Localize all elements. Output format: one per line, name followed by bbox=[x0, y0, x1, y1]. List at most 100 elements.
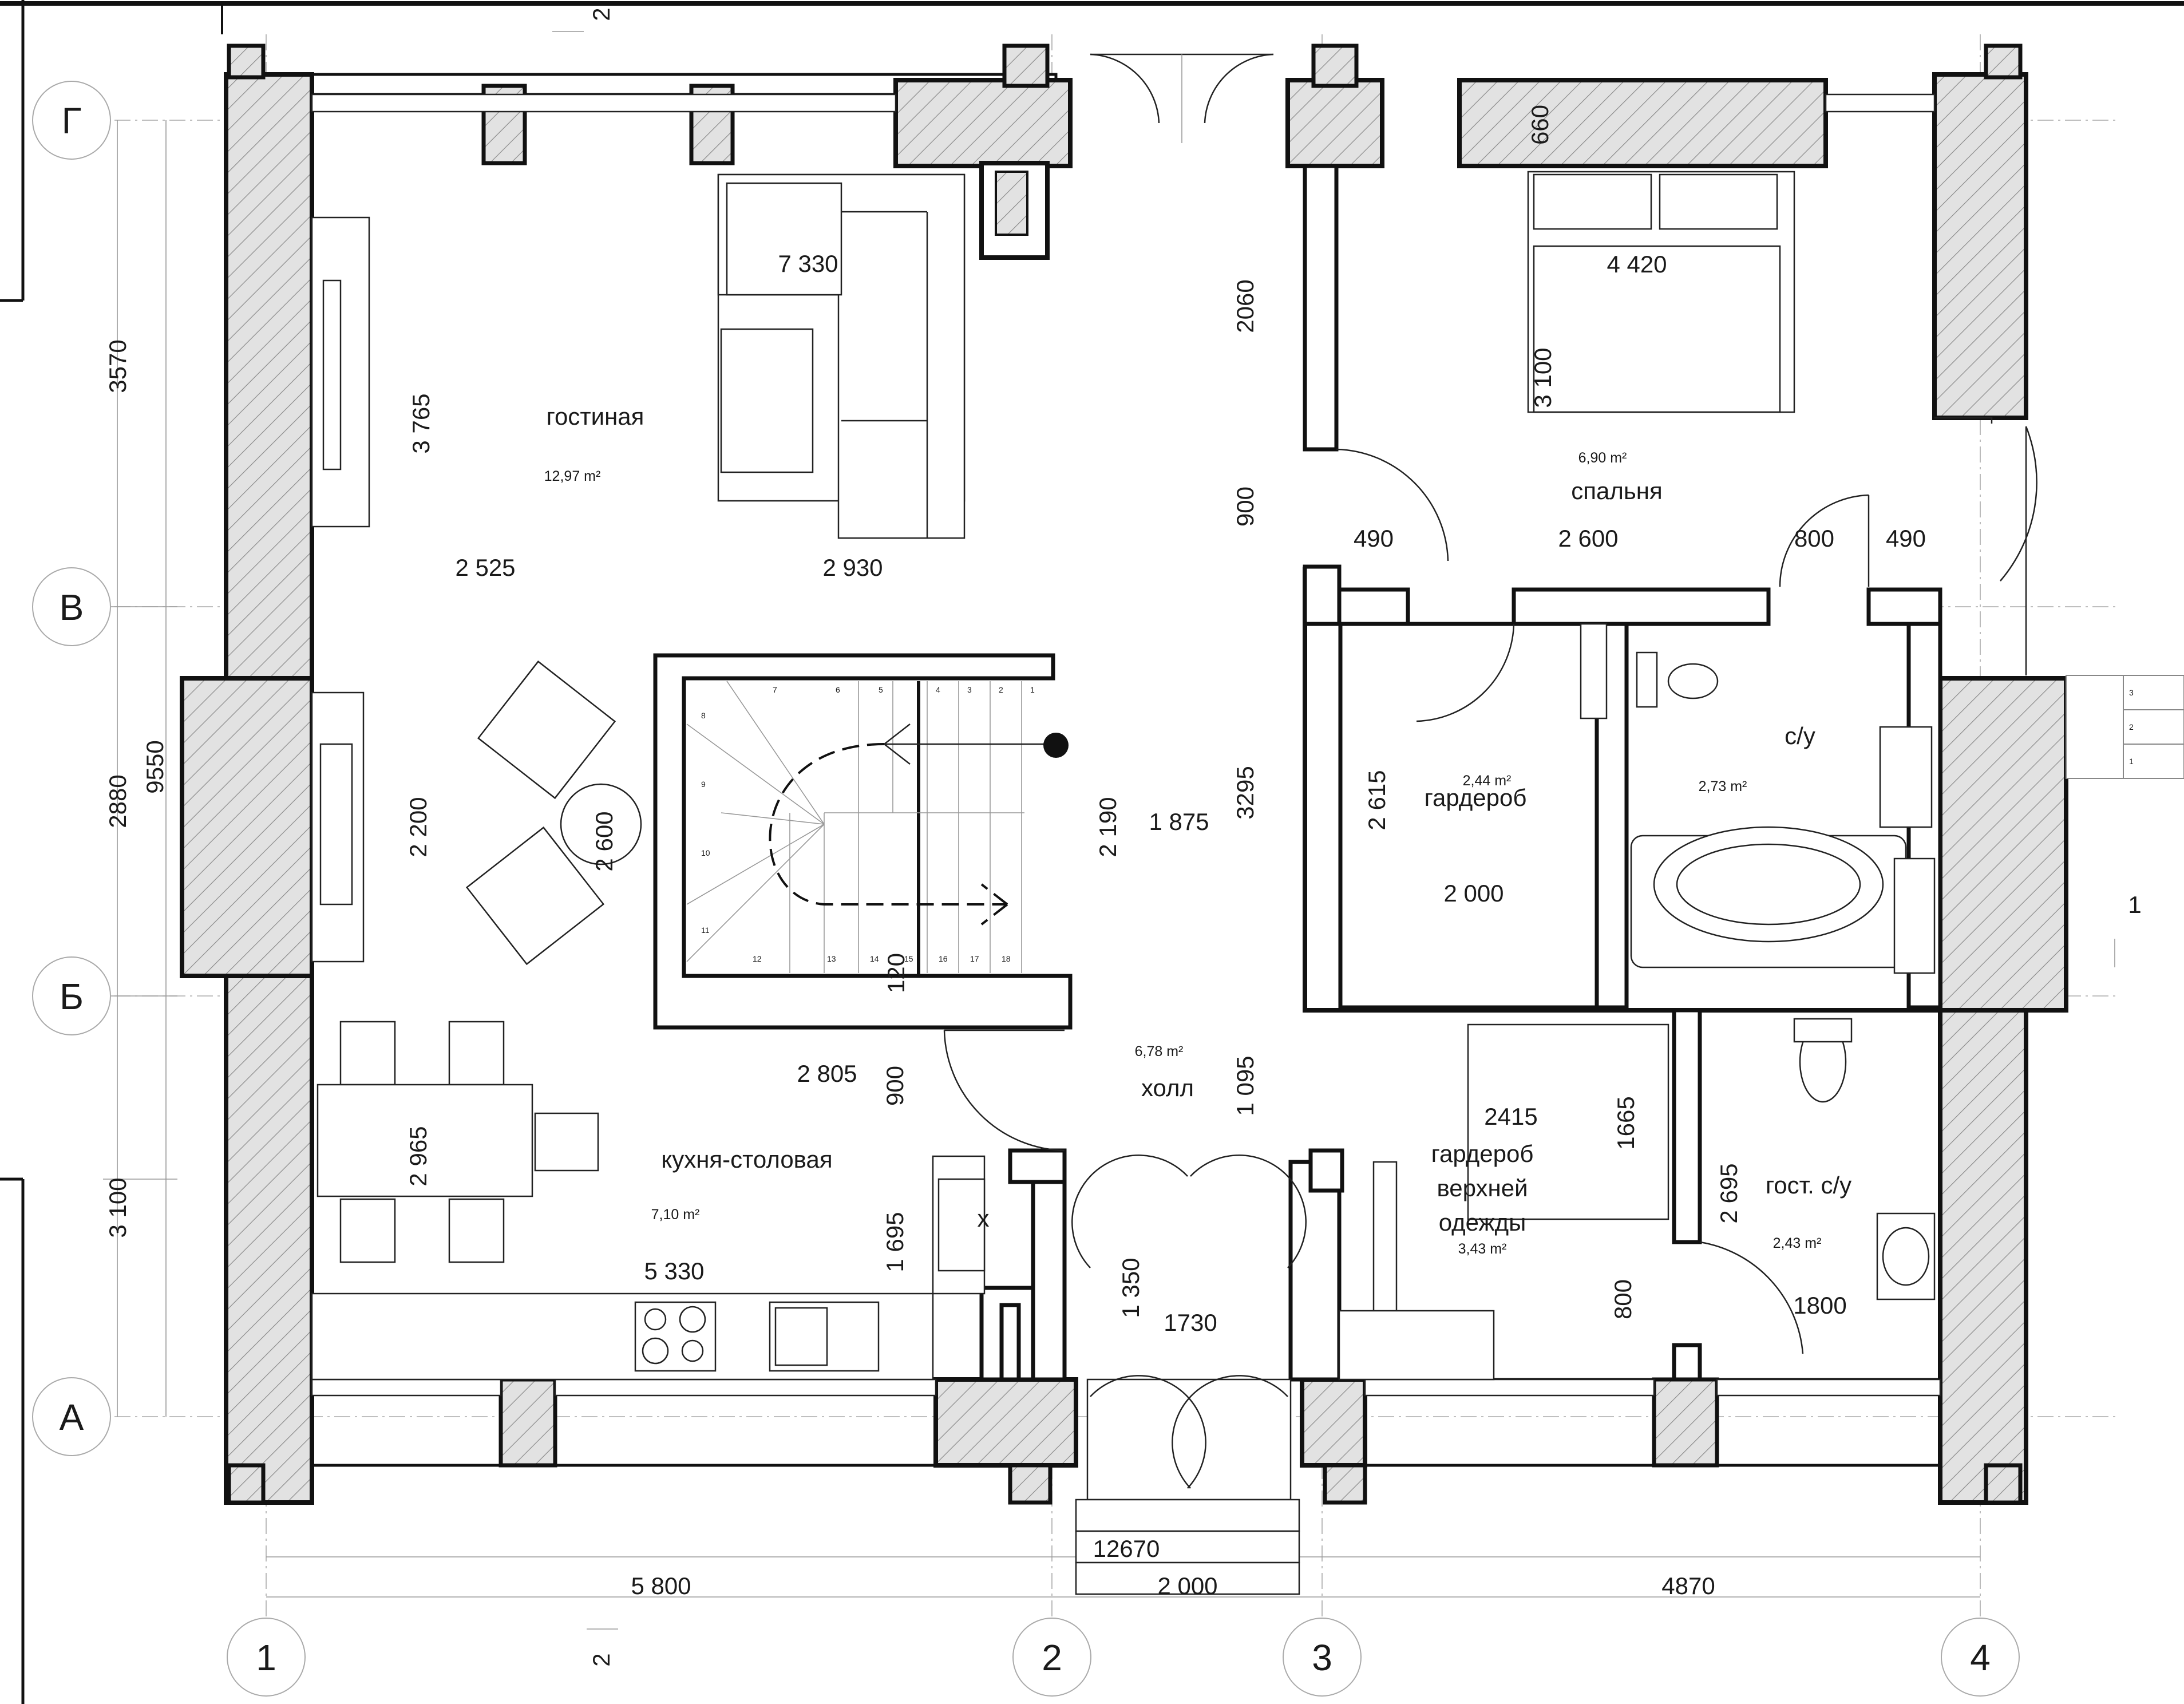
room-bathroom-area: 2,73 m² bbox=[1699, 778, 1747, 794]
room-bedroom: спальня bbox=[1571, 477, 1662, 504]
dim-guest-h: 2 695 bbox=[1715, 1163, 1742, 1223]
section-mark-bottom: 2 bbox=[588, 1653, 615, 1666]
step-3: 3 bbox=[967, 685, 972, 694]
step-8: 8 bbox=[701, 711, 706, 720]
step-14: 14 bbox=[870, 954, 879, 963]
dim-living-w1: 2 525 bbox=[455, 554, 515, 581]
dim-outer-wr-w: 2415 bbox=[1484, 1103, 1537, 1130]
axis-col-4[interactable]: 4 bbox=[1970, 1637, 1991, 1678]
dim-hall-top: 2060 bbox=[1232, 279, 1259, 333]
doors bbox=[943, 53, 2037, 1595]
step-6: 6 bbox=[836, 685, 840, 694]
dim-left-low: 3 100 bbox=[104, 1177, 131, 1238]
stove-mark: x bbox=[978, 1205, 990, 1232]
dim-hall-low: 1 095 bbox=[1232, 1055, 1259, 1116]
room-outerwear-area: 3,43 m² bbox=[1458, 1241, 1507, 1257]
room-hall-area: 6,78 m² bbox=[1135, 1043, 1184, 1059]
step-1: 1 bbox=[1030, 685, 1035, 694]
dim-kitchen-h: 1 695 bbox=[881, 1212, 908, 1272]
dim-outer-wr-h: 1665 bbox=[1612, 1096, 1639, 1149]
dim-door-b: 800 bbox=[1794, 525, 1834, 552]
room-wardrobe-area: 2,44 m² bbox=[1463, 773, 1512, 789]
step-17: 17 bbox=[970, 954, 979, 963]
room-hall: холл bbox=[1141, 1074, 1194, 1101]
axis-row-v[interactable]: В bbox=[60, 587, 84, 628]
axis-bubbles[interactable]: 1 2 3 4 Г В Б А bbox=[32, 81, 2020, 1697]
axis-row-b[interactable]: Б bbox=[60, 976, 84, 1017]
room-outerwear-line3: одежды bbox=[1439, 1209, 1526, 1236]
dim-stair-h: 2 190 bbox=[1094, 797, 1121, 857]
dim-bedroom-w: 4 420 bbox=[1607, 251, 1667, 278]
dim-lounge-h: 2 200 bbox=[405, 797, 432, 857]
dim-living-h: 3 765 bbox=[407, 393, 434, 453]
dim-kitchen-door: 900 bbox=[881, 1066, 908, 1106]
room-bathroom: с/у bbox=[1785, 722, 1815, 749]
dim-left-mid: 2880 bbox=[104, 774, 131, 828]
step-11: 11 bbox=[701, 926, 710, 935]
room-guest-bath-area: 2,43 m² bbox=[1773, 1235, 1822, 1251]
axis-col-3[interactable]: 3 bbox=[1312, 1637, 1332, 1678]
axis-row-a[interactable]: А bbox=[60, 1397, 84, 1438]
dim-stair-gap: 120 bbox=[883, 953, 909, 993]
legend: 3 2 1 bbox=[2066, 675, 2184, 779]
furniture bbox=[311, 171, 1936, 1381]
step-10: 10 bbox=[701, 848, 710, 857]
outer-walls bbox=[180, 44, 2068, 1505]
dim-kitchen-w: 2 805 bbox=[797, 1060, 857, 1087]
dimension-lines bbox=[103, 120, 1980, 1598]
dim-living-w2: 2 930 bbox=[822, 554, 883, 581]
section-mark-top: 2 bbox=[588, 7, 615, 21]
axis-row-g[interactable]: Г bbox=[62, 100, 82, 141]
dim-wall-b: 490 bbox=[1886, 525, 1926, 552]
room-bedroom-area: 6,90 m² bbox=[1578, 450, 1627, 466]
dimension-labels: 7 330 3 765 2 525 2 930 4 420 3 100 2060… bbox=[104, 105, 1926, 1599]
step-9: 9 bbox=[701, 780, 706, 789]
dim-hall-door: 900 bbox=[1232, 487, 1259, 527]
dim-bottom-right: 4870 bbox=[1661, 1572, 1715, 1599]
dim-left-total: 9550 bbox=[141, 740, 168, 793]
dim-top-wall: 660 bbox=[1526, 105, 1553, 145]
legend-3: 3 bbox=[2129, 688, 2134, 697]
dim-wardrobe-w: 2 000 bbox=[1443, 880, 1504, 907]
room-kitchen-area: 7,10 m² bbox=[651, 1207, 700, 1223]
dim-bottom-left: 5 800 bbox=[631, 1572, 691, 1599]
dim-bedroom-h: 3 100 bbox=[1529, 347, 1556, 408]
step-7: 7 bbox=[773, 685, 777, 694]
dim-bottom-mid: 2 000 bbox=[1157, 1572, 1217, 1599]
room-outerwear-line1: гардероб bbox=[1431, 1140, 1534, 1167]
dim-door-c: 800 bbox=[1609, 1279, 1636, 1319]
dim-left-top: 3570 bbox=[104, 339, 131, 393]
legend-1: 1 bbox=[2129, 757, 2134, 766]
step-13: 13 bbox=[827, 954, 836, 963]
dim-circle: 2 600 bbox=[591, 811, 618, 871]
axis-col-1[interactable]: 1 bbox=[256, 1637, 276, 1678]
room-living: гостиная bbox=[547, 403, 644, 430]
dim-hall-mid: 3295 bbox=[1232, 766, 1259, 819]
dim-entry-h: 1 350 bbox=[1117, 1258, 1144, 1318]
room-guest-bath: гост. с/у bbox=[1766, 1172, 1851, 1199]
step-16: 16 bbox=[939, 954, 948, 963]
axis-col-2[interactable]: 2 bbox=[1042, 1637, 1062, 1678]
dim-dining-h: 2 965 bbox=[405, 1126, 432, 1186]
staircase bbox=[686, 681, 1069, 973]
stair-step-numbers: 1 2 3 4 5 6 7 8 9 10 11 12 13 14 15 16 1… bbox=[701, 685, 1035, 963]
step-18: 18 bbox=[1002, 954, 1011, 963]
interior-walls bbox=[653, 164, 1993, 1382]
section-mark-right: 1 bbox=[2128, 891, 2141, 918]
dim-kitchen-len: 5 330 bbox=[644, 1258, 704, 1284]
legend-2: 2 bbox=[2129, 722, 2134, 732]
section-marks: 2 2 1 bbox=[552, 7, 2142, 1667]
step-12: 12 bbox=[753, 954, 762, 963]
room-outerwear-line2: верхней bbox=[1437, 1175, 1528, 1201]
dim-bath-w: 2 600 bbox=[1558, 525, 1618, 552]
dim-entry-w: 1730 bbox=[1164, 1309, 1217, 1336]
dim-guest-w: 1800 bbox=[1793, 1292, 1846, 1319]
step-4: 4 bbox=[936, 685, 940, 694]
step-5: 5 bbox=[879, 685, 883, 694]
dim-wall-a: 490 bbox=[1354, 525, 1394, 552]
step-2: 2 bbox=[999, 685, 1003, 694]
dim-porch: 12670 bbox=[1093, 1535, 1160, 1562]
step-15: 15 bbox=[904, 954, 913, 963]
